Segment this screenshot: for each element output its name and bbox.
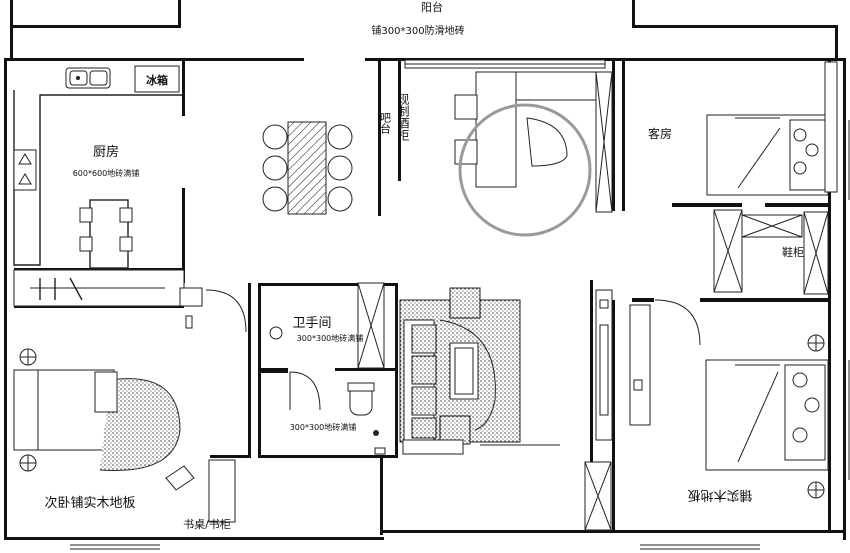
fridge-label: 冰箱 [146, 73, 168, 87]
shoe-cabinet-label: 鞋柜 [782, 245, 804, 259]
bathroom-label: 卫手间 [292, 316, 331, 331]
bar-counter-label: 吧台 [379, 112, 392, 134]
bathroom-note-bottom: 300*300地砖满铺 [290, 422, 357, 432]
balcony-area: 阳台 铺300*300防滑地砖 [371, 0, 606, 69]
bar-area: 现制酒柜 吧台 [362, 71, 613, 237]
basin-icon [269, 326, 283, 340]
balcony-note: 铺300*300防滑地砖 [371, 24, 464, 37]
shoe-cabinet: 鞋柜 [713, 209, 829, 295]
kitchen: 冰箱 厨房 600*600地砖满铺 [13, 65, 203, 329]
desk-label: 书桌/书柜 [183, 518, 231, 531]
stove-icon [13, 149, 37, 191]
second-bedroom-label: 次卧铺实木地板 [44, 495, 135, 511]
dining-table [262, 121, 353, 215]
balcony-label: 阳台 [421, 0, 443, 14]
bathroom: 卫手间 300*300地砖满铺 300*300地砖满铺 [269, 282, 386, 455]
turntable-circle [458, 103, 592, 237]
second-bedroom: 次卧铺实木地板 书桌/书柜 [13, 289, 247, 531]
bathroom-note-top: 300*300地砖满铺 [297, 333, 364, 343]
living-room [399, 287, 560, 455]
fridge-icon [134, 65, 180, 93]
kitchen-note: 600*600地砖满铺 [73, 168, 140, 178]
guest-room-label: 客房 [648, 126, 672, 141]
guest-room: 客房 [648, 61, 838, 196]
kitchen-label: 厨房 [93, 144, 119, 160]
master-bedroom: 铺实木地板 [584, 289, 829, 531]
master-bedroom-label: 铺实木地板 [687, 487, 752, 502]
